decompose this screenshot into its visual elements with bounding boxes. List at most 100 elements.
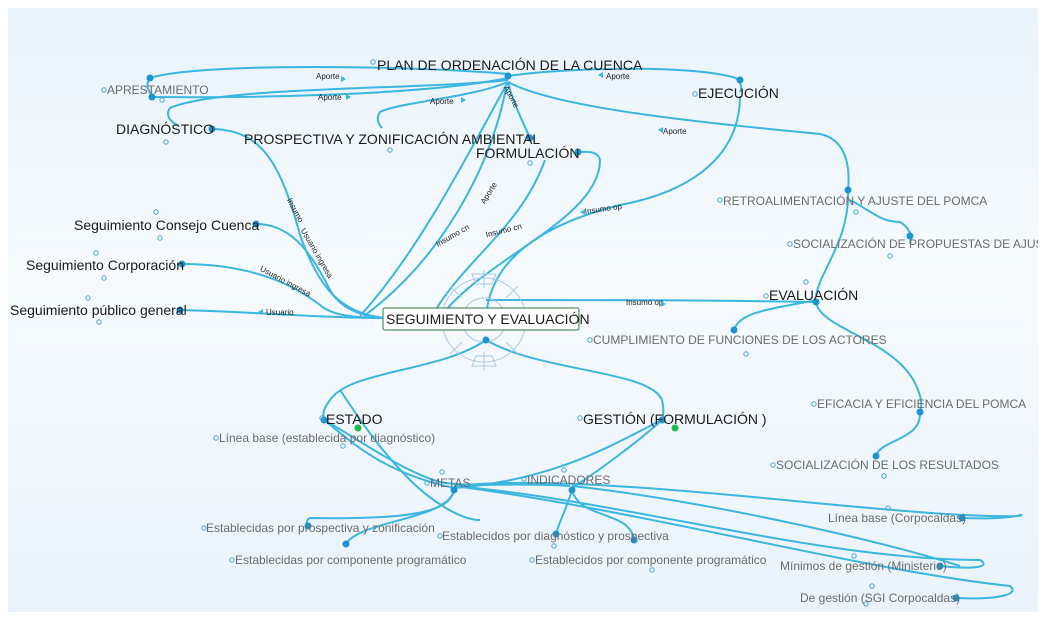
node-seg-consejo[interactable]: Seguimiento Consejo Cuenca (74, 217, 259, 233)
marker-25 (319, 415, 325, 421)
marker-41 (869, 583, 875, 589)
arrow-6 (580, 209, 585, 215)
dot-minimos (936, 562, 944, 570)
dot-formulacion (574, 148, 582, 156)
node-linea-base-corpo[interactable]: Línea base (Corpocaldas) (828, 511, 966, 525)
marker-37 (551, 543, 557, 549)
edge-eficacia-socializacion (875, 413, 921, 457)
marker-32 (521, 476, 527, 482)
node-evaluacion[interactable]: EVALUACIÓN (769, 287, 858, 303)
node-linea-base-diag[interactable]: Línea base (establecida por diagnóstico) (219, 431, 435, 445)
node-minimos-gestion[interactable]: Mínimos de gestión (Ministerio) (780, 559, 947, 573)
edge-evaluacion-eficacia (815, 301, 923, 413)
node-ejecucion[interactable]: EJECUCIÓN (698, 85, 779, 101)
node-indicadores[interactable]: INDICADORES (527, 473, 610, 487)
marker-26 (577, 415, 583, 421)
marker-38 (649, 567, 655, 573)
node-formulacion[interactable]: FORMULACIÓN (476, 145, 579, 161)
edge-label-aporte-3: Aporte (430, 97, 454, 106)
marker-6 (387, 147, 393, 153)
marker-22 (811, 401, 817, 407)
marker-33 (201, 525, 207, 531)
dot-socializacion-resultados (872, 452, 880, 460)
node-estado[interactable]: ESTADO (326, 411, 383, 427)
marker-13 (96, 319, 102, 325)
node-labels: PLAN DE ORDENACIÓN DE LA CUENCA APRESTAM… (10, 57, 1038, 605)
edge-center-formulacion-2 (429, 159, 546, 321)
arrow-2 (346, 94, 351, 100)
center-node-box[interactable] (382, 307, 580, 331)
dot-retro (844, 186, 852, 194)
edge-label-insumo-cn-2: Insumo cn (485, 222, 523, 240)
edge-evaluacion-cumplimiento (733, 299, 817, 331)
edge-consejo-center (255, 223, 385, 319)
edge-plan-retro (507, 81, 850, 191)
marker-28 (340, 443, 346, 449)
arrow-8 (258, 309, 263, 315)
node-socializacion-resultados[interactable]: SOCIALIZACIÓN DE LOS RESULTADOS (776, 457, 999, 472)
dot-linea-base (958, 514, 966, 522)
node-gestion[interactable]: GESTIÓN (FORMULACIÓN ) (583, 411, 767, 427)
marker-14 (717, 197, 723, 203)
node-est-prospectiva[interactable]: Establecidas por prospectiva y zonificac… (206, 521, 435, 535)
edge-plan-aprestamiento (146, 66, 509, 97)
marker-30 (424, 480, 430, 486)
node-metas[interactable]: METAS (430, 476, 470, 490)
edge-labels: Aporte Aporte Aporte Aporte Aporte Aport… (258, 72, 687, 317)
node-de-gestion[interactable]: De gestión (SGI Corpocaldas) (800, 591, 960, 605)
dot-est-prospectiva (304, 522, 312, 530)
node-prospectiva[interactable]: PROSPECTIVA Y ZONIFICACIÓN AMBIENTAL (244, 131, 540, 147)
node-est-componente-a[interactable]: Establecidas por componente programático (235, 553, 467, 567)
dot-est-diagnostico (552, 530, 560, 538)
marker-35 (437, 533, 443, 539)
edge-plan-formulacion (507, 81, 531, 139)
edge-label-aporte-7: Aporte (479, 180, 499, 205)
green-dot-estado (354, 424, 362, 432)
marker-27 (213, 435, 219, 441)
node-eficacia[interactable]: EFICACIA Y EFICIENCIA DEL POMCA (817, 397, 1026, 411)
node-socializacion-ajuste[interactable]: SOCIALIZACIÓN DE PROPUESTAS DE AJUSTE (793, 236, 1038, 251)
edge-center-evaluacion (485, 299, 817, 303)
edge-center-gestion (485, 339, 665, 421)
edge-indicadores-componente (571, 489, 635, 541)
gear-teeth (471, 273, 497, 367)
arrow-7 (661, 301, 666, 307)
node-seg-corporacion[interactable]: Seguimiento Corporación (26, 257, 184, 273)
dot-ejecucion (736, 76, 744, 84)
node-dots (146, 72, 966, 602)
node-diagnostico[interactable]: DIAGNÓSTICO (116, 121, 214, 137)
edge-diagnostico-center (211, 128, 385, 319)
marker-21 (743, 351, 749, 357)
center-node-label: SEGUIMIENTO Y EVALUACIÓN (386, 311, 590, 327)
marker-31 (561, 467, 567, 473)
marker-20 (587, 337, 593, 343)
edge-publico-center (179, 309, 385, 319)
marker-39 (885, 505, 891, 511)
edge-estado-indicadores (323, 419, 571, 487)
dot-publico (176, 306, 184, 314)
edge-indicadores-degestion (453, 485, 1014, 600)
marker-23 (770, 462, 776, 468)
node-est-componente-b[interactable]: Establecidos por componente programático (535, 553, 767, 567)
marker-7 (527, 160, 533, 166)
dot-gestion (658, 416, 666, 424)
marker-29 (439, 469, 445, 475)
marker-16 (787, 241, 793, 247)
node-seg-publico[interactable]: Seguimiento público general (10, 302, 187, 318)
edge-plan-aprestamiento-2 (149, 77, 509, 99)
edge-plan-prospectiva (376, 81, 509, 129)
edge-plan-diagnostico (167, 79, 509, 126)
edge-center-ejecucion (485, 95, 741, 319)
edges (146, 66, 1023, 600)
arrow-1 (341, 76, 346, 82)
dot-evaluacion (812, 298, 820, 306)
marker-circles (85, 59, 893, 607)
dot-cumplimiento (730, 326, 738, 334)
node-aprestamiento[interactable]: APRESTAMIENTO (107, 83, 209, 97)
edge-estado-metas (323, 419, 455, 489)
node-cumplimiento[interactable]: CUMPLIMIENTO DE FUNCIONES DE LOS ACTORES (593, 333, 887, 347)
node-retroalimentacion[interactable]: RETROALIMENTACIÓN Y AJUSTE DEL POMCA (723, 193, 987, 208)
dot-prospectiva (526, 134, 534, 142)
node-plan[interactable]: PLAN DE ORDENACIÓN DE LA CUENCA (377, 57, 643, 73)
node-est-diagnostico[interactable]: Establecidos por diagnóstico y prospecti… (442, 529, 669, 543)
